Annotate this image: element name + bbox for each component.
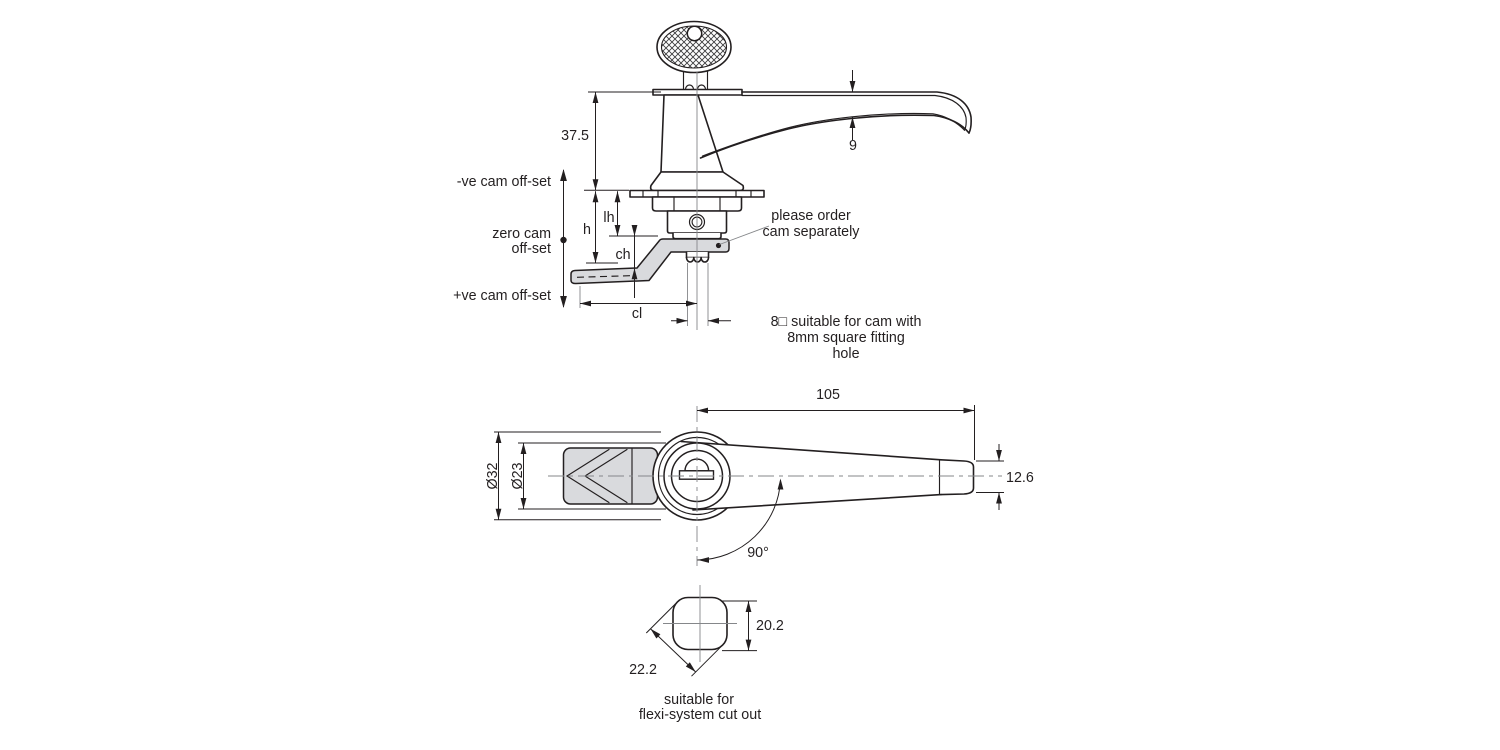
cam-note-line2: cam separately — [763, 224, 861, 240]
side-view: 37.5 9 h lh — [453, 20, 972, 362]
dim-label-d32: Ø32 — [485, 462, 501, 489]
dim-8-square: 8□ suitable for cam with 8mm square fitt… — [671, 314, 921, 362]
dim-label-37-5: 37.5 — [561, 128, 589, 144]
zero-offset-dot — [560, 236, 567, 244]
dim-label-12-6: 12.6 — [1006, 470, 1034, 486]
dim-d32: Ø32 — [485, 431, 661, 521]
plan-view: 105 Ø32 Ø23 12.6 — [485, 387, 1034, 566]
dim-d23: Ø23 — [510, 442, 666, 510]
cutout-view: 20.2 22.2 suitable for flexi-system cut … — [629, 585, 784, 723]
key-ring-hole — [686, 25, 703, 42]
dim-105: 105 — [697, 387, 975, 460]
dim-label-lh: lh — [603, 210, 614, 226]
cutout-caption-line2: flexi-system cut out — [639, 707, 761, 723]
dim-label-h: h — [583, 222, 591, 238]
dim-h: h — [583, 191, 618, 264]
cam-order-note: please order cam separately — [719, 208, 861, 245]
dim-label-9: 9 — [849, 138, 857, 154]
dim-lh: lh — [603, 191, 658, 237]
handle-side-profile — [699, 91, 972, 159]
cutout-caption-line1: suitable for — [664, 692, 734, 708]
dim-label-ch: ch — [615, 247, 630, 263]
key-head — [656, 20, 732, 74]
dim-9: 9 — [849, 70, 857, 154]
cam-offset-range: -ve cam off-set zero cam off-set +ve cam… — [453, 169, 567, 308]
dim-label-d23: Ø23 — [510, 462, 526, 489]
dim-12-6: 12.6 — [976, 444, 1034, 510]
key-shaft — [682, 70, 709, 91]
dim-label-22-2: 22.2 — [629, 662, 657, 678]
spindle-nut — [685, 251, 710, 263]
dim-ch: ch — [615, 225, 638, 298]
offset-label-positive: +ve cam off-set — [453, 288, 551, 304]
dim-37-5: 37.5 — [561, 91, 661, 191]
dim-cl: cl — [580, 300, 697, 322]
offset-label-zero-1: zero cam — [492, 226, 551, 242]
cam — [570, 238, 730, 285]
dim-label-90deg: 90° — [747, 545, 769, 561]
offset-label-negative: -ve cam off-set — [457, 174, 551, 190]
dim-label-105: 105 — [816, 387, 840, 403]
cam-leader-dot — [715, 242, 722, 249]
square-note-line2: 8mm square fitting — [787, 330, 905, 346]
dim-22-2: 22.2 — [629, 603, 721, 678]
dim-90deg: 90° — [697, 478, 784, 563]
square-note-line1: 8□ suitable for cam with — [771, 314, 922, 330]
dim-20-2: 20.2 — [722, 600, 784, 652]
dim-label-cl: cl — [632, 306, 642, 322]
dim-label-20-2: 20.2 — [756, 618, 784, 634]
cam-note-line1: please order — [771, 208, 851, 224]
square-note-line3: hole — [832, 346, 859, 362]
offset-label-zero-2: off-set — [512, 241, 551, 257]
